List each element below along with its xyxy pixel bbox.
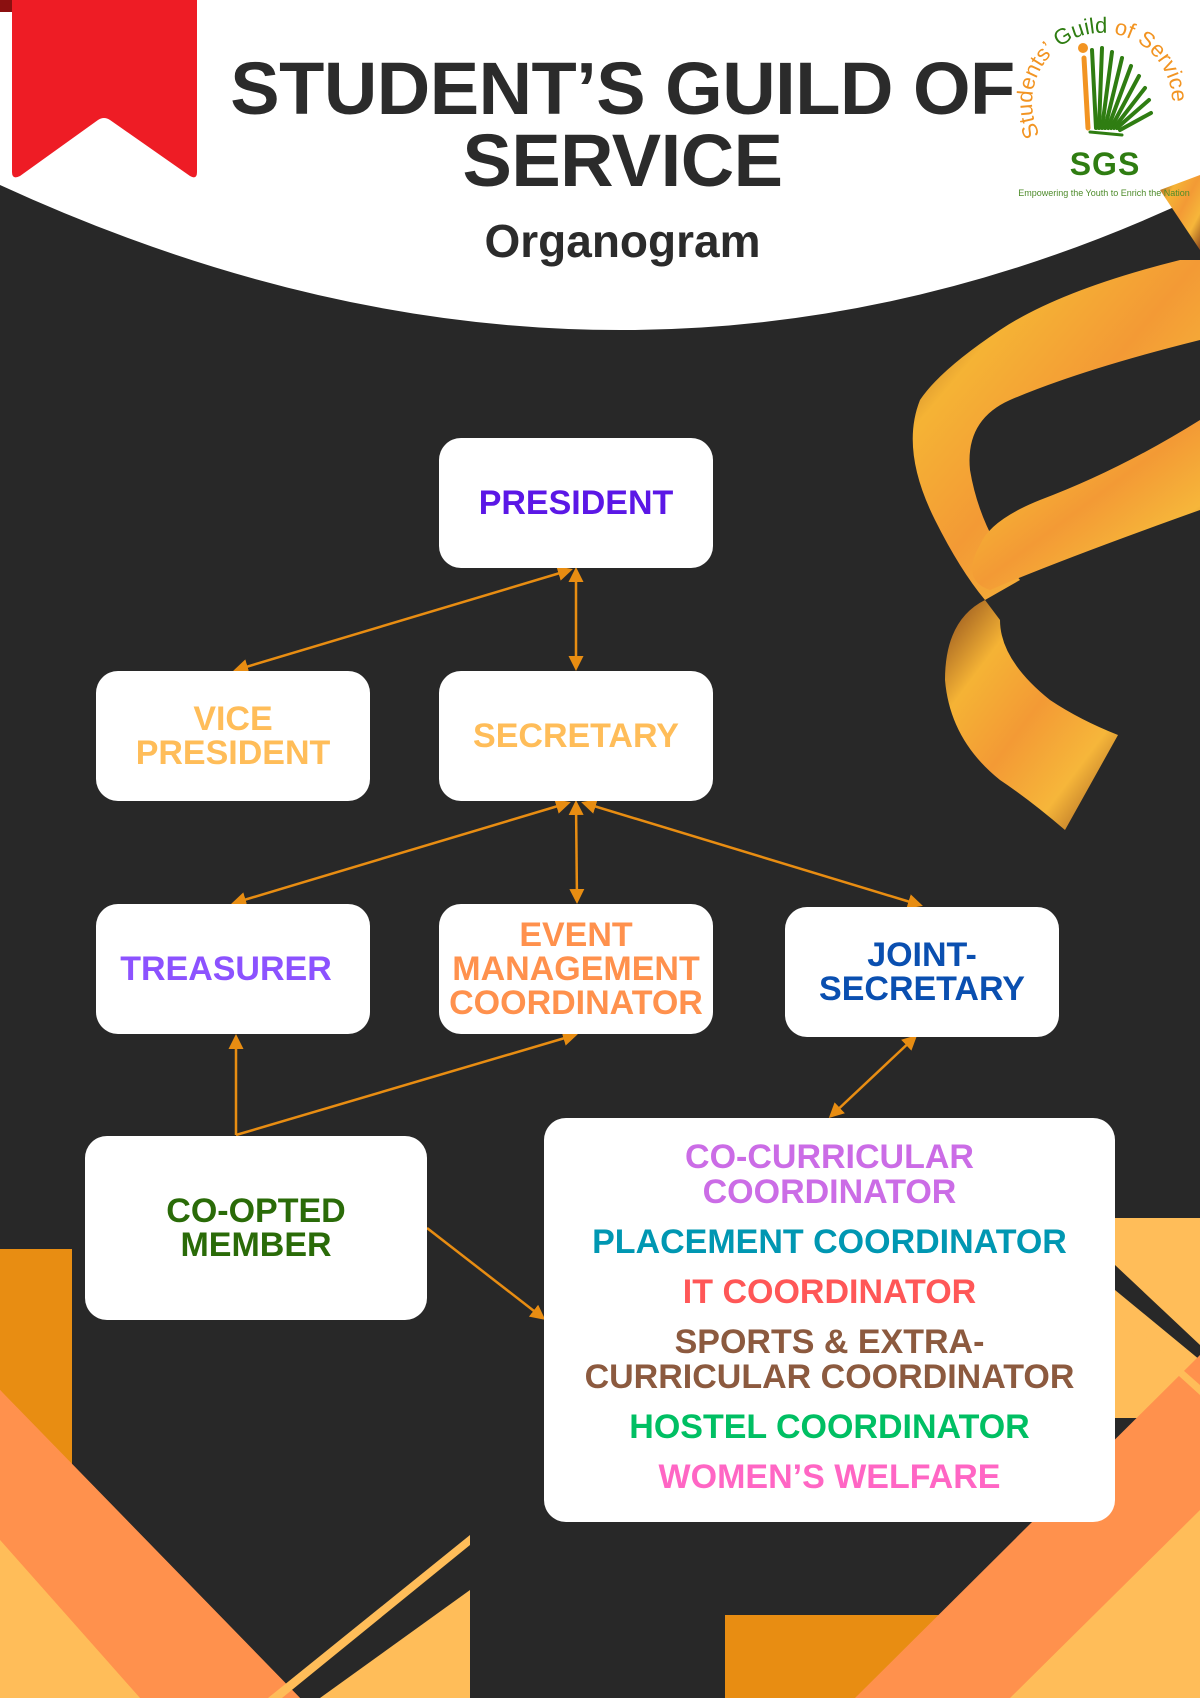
sgs-logo: Students’ Guild of Service SGS Empowerin… [1010, 10, 1200, 198]
coordinator-it: IT COORDINATOR [682, 1273, 977, 1311]
node-label: JOINT- SECRETARY [819, 936, 1025, 1008]
node-vice-president: VICE PRESIDENT [96, 671, 370, 801]
logo-abbreviation: SGS [1069, 146, 1141, 182]
bottom-left-shapes [0, 1249, 470, 1698]
node-label: SECRETARY [473, 717, 679, 755]
bookmark-icon [0, 0, 197, 178]
title-line-1: STUDENT’S GUILD OF [230, 47, 1015, 130]
connector-lines [228, 566, 923, 1320]
title-line-2: SERVICE [462, 119, 783, 202]
node-president: PRESIDENT [439, 438, 713, 568]
node-joint-secretary: JOINT- SECRETARY [785, 907, 1059, 1037]
coordinator-placement: PLACEMENT COORDINATOR [592, 1223, 1067, 1261]
page-subtitle: Organogram [484, 215, 761, 267]
coordinator-co-curricular: CO-CURRICULAR COORDINATOR [685, 1138, 974, 1211]
node-label: TREASURER [120, 950, 332, 988]
coordinator-sports-extra-curricular: SPORTS & EXTRA- CURRICULAR COORDINATOR [584, 1323, 1075, 1396]
node-coordinators-group: CO-CURRICULAR COORDINATOR PLACEMENT COOR… [544, 1118, 1115, 1522]
page-title: STUDENT’S GUILD OF SERVICE [200, 47, 1045, 202]
gold-ribbon-decoration [912, 175, 1200, 830]
node-co-opted-member: CO-OPTED MEMBER [85, 1136, 427, 1320]
node-label: CO-OPTED MEMBER [166, 1192, 346, 1264]
logo-tagline: Empowering the Youth to Enrich the Natio… [1018, 188, 1190, 198]
coordinator-womens-welfare: WOMEN’S WELFARE [658, 1458, 1001, 1496]
node-label: PRESIDENT [478, 484, 674, 522]
coordinator-hostel: HOSTEL COORDINATOR [629, 1408, 1030, 1446]
node-secretary: SECRETARY [439, 671, 713, 801]
sgs-emblem-icon: Students’ Guild of Service [1012, 13, 1192, 143]
node-treasurer: TREASURER [96, 904, 370, 1034]
node-event-management-coordinator: EVENT MANAGEMENT COORDINATOR [439, 904, 713, 1034]
node-label: EVENT MANAGEMENT COORDINATOR [449, 916, 703, 1022]
node-label: VICE PRESIDENT [135, 700, 331, 772]
header-curve [0, 0, 1200, 331]
